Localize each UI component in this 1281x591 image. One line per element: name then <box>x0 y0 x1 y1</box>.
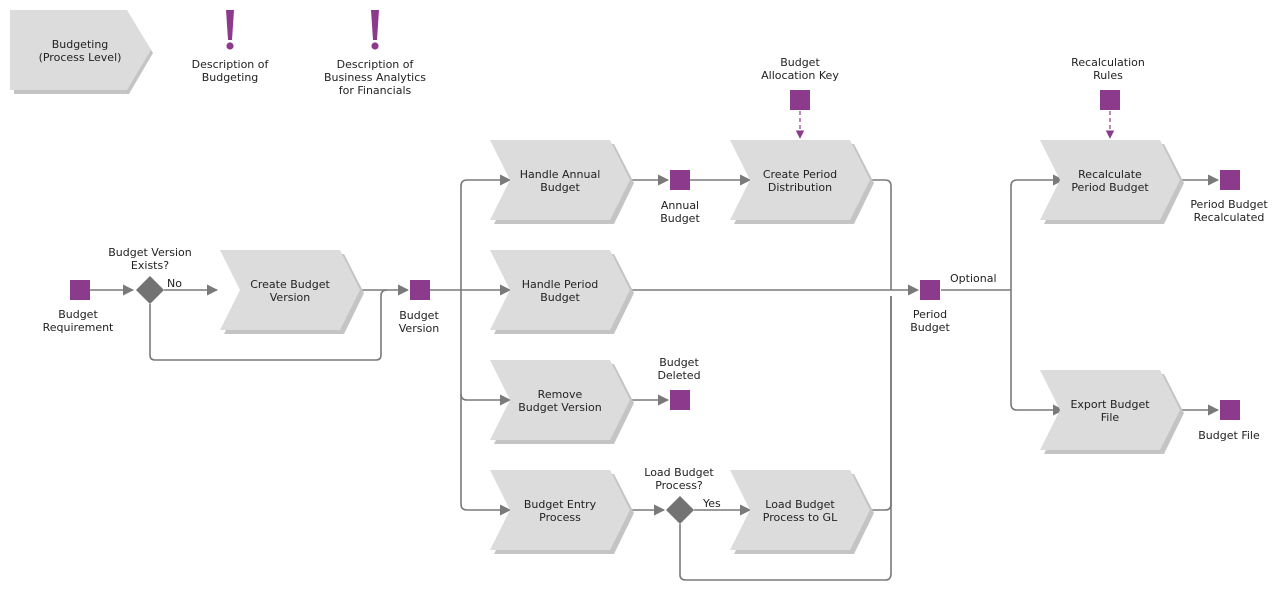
edge-load-to-period-budget <box>870 296 892 511</box>
load-budget-process-to-gl-label-line2: Process to GL <box>763 511 838 524</box>
gateway-budget-version-exists[interactable]: Budget Version Exists? No <box>108 246 192 304</box>
object-period-budget-recalculated[interactable]: Period Budget Recalculated <box>1190 170 1268 224</box>
recalculate-period-budget-label-line2: Period Budget <box>1071 181 1149 194</box>
description-analytics-line3: for Financials <box>339 84 412 97</box>
process-export-budget-file[interactable]: Export Budget File <box>1040 370 1184 454</box>
recalculation-rules-label-line2: Rules <box>1093 69 1123 82</box>
period-budget-label-line2: Budget <box>910 321 950 334</box>
edge-to-handle-annual <box>460 174 512 290</box>
annual-budget-label-line1: Annual <box>661 199 699 212</box>
remove-budget-version-label-line1: Remove <box>538 388 583 401</box>
edge-label-optional: Optional <box>950 272 997 285</box>
edge-to-export <box>1010 290 1065 416</box>
gateway-load-budget-process-line1: Load Budget <box>644 466 714 479</box>
object-budget-deleted[interactable]: Budget Deleted <box>657 356 701 410</box>
handle-period-budget-label-line2: Budget <box>540 291 580 304</box>
process-budget-entry-process[interactable]: Budget Entry Process <box>490 470 634 554</box>
period-budget-recalculated-label-line1: Period Budget <box>1190 198 1268 211</box>
budget-deleted-label-line1: Budget <box>659 356 699 369</box>
budget-allocation-key-label-line2: Allocation Key <box>761 69 839 82</box>
process-level-label-line2: (Process Level) <box>39 51 122 64</box>
budget-file-label: Budget File <box>1198 429 1260 442</box>
connectors <box>90 111 1220 581</box>
export-budget-file-label-line1: Export Budget <box>1070 398 1150 411</box>
process-handle-annual-budget[interactable]: Handle Annual Budget <box>490 140 634 224</box>
description-analytics-line1: Description of <box>337 58 415 71</box>
exclamation-icon <box>371 10 379 50</box>
exclamation-icon <box>226 10 234 50</box>
object-budget-requirement[interactable]: Budget Requirement <box>43 280 114 334</box>
gateway-load-budget-process[interactable]: Load Budget Process? Yes <box>644 466 721 524</box>
edge-distribution-to-period-budget <box>870 179 892 290</box>
gateway-budget-version-exists-line2: Exists? <box>131 259 169 272</box>
process-level-chevron[interactable]: Budgeting (Process Level) <box>10 10 153 94</box>
edge-to-recalculate <box>1010 174 1065 290</box>
description-budgeting-line1: Description of <box>192 58 270 71</box>
annual-budget-label-line2: Budget <box>660 212 700 225</box>
process-create-budget-version[interactable]: Create Budget Version <box>220 250 364 334</box>
budget-allocation-key-label-line1: Budget <box>780 56 820 69</box>
gateway-budget-version-exists-line1: Budget Version <box>108 246 192 259</box>
budget-entry-process-label-line2: Process <box>539 511 581 524</box>
budget-requirement-label-line1: Budget <box>58 308 98 321</box>
description-budgeting-line2: Budgeting <box>202 71 259 84</box>
edge-gateway-bypass <box>149 289 388 361</box>
recalculate-period-budget-label-line1: Recalculate <box>1078 168 1142 181</box>
object-budget-version[interactable]: Budget Version <box>399 280 440 335</box>
create-period-distribution-label-line2: Distribution <box>768 181 832 194</box>
gateway-load-budget-process-line2: Process? <box>655 479 703 492</box>
process-level-label-line1: Budgeting <box>52 38 109 51</box>
budget-deleted-label-line2: Deleted <box>657 369 700 382</box>
period-budget-recalculated-label-line2: Recalculated <box>1194 211 1265 224</box>
edge-to-budget-entry <box>460 394 512 516</box>
gateway-no-branch-label: No <box>167 277 182 290</box>
budget-requirement-label-line2: Requirement <box>43 321 114 334</box>
load-budget-process-to-gl-label-line1: Load Budget <box>765 498 835 511</box>
handle-annual-budget-label-line2: Budget <box>540 181 580 194</box>
remove-budget-version-label-line2: Budget Version <box>518 401 602 414</box>
recalculation-rules-label-line1: Recalculation <box>1071 56 1145 69</box>
export-budget-file-label-line2: File <box>1101 411 1120 424</box>
process-load-budget-process-to-gl[interactable]: Load Budget Process to GL <box>730 470 874 554</box>
process-recalculate-period-budget[interactable]: Recalculate Period Budget <box>1040 140 1184 224</box>
handle-annual-budget-label-line1: Handle Annual <box>520 168 601 181</box>
object-recalculation-rules[interactable]: Recalculation Rules <box>1071 56 1145 110</box>
process-remove-budget-version[interactable]: Remove Budget Version <box>490 360 634 444</box>
budget-version-label-line2: Version <box>399 322 439 335</box>
object-period-budget[interactable]: Period Budget <box>910 280 950 334</box>
object-annual-budget[interactable]: Annual Budget <box>660 170 700 225</box>
process-handle-period-budget[interactable]: Handle Period Budget <box>490 250 634 334</box>
edge-load-gateway-bypass <box>679 296 892 581</box>
process-create-period-distribution[interactable]: Create Period Distribution <box>730 140 874 224</box>
create-period-distribution-label-line1: Create Period <box>763 168 837 181</box>
description-business-analytics[interactable]: Description of Business Analytics for Fi… <box>324 10 426 97</box>
budget-version-label-line1: Budget <box>399 309 439 322</box>
description-budgeting[interactable]: Description of Budgeting <box>192 10 270 84</box>
description-analytics-line2: Business Analytics <box>324 71 426 84</box>
gateway-yes-branch-label: Yes <box>702 497 721 510</box>
object-budget-allocation-key[interactable]: Budget Allocation Key <box>761 56 839 110</box>
object-budget-file[interactable]: Budget File <box>1198 400 1260 442</box>
create-budget-version-label-line1: Create Budget <box>250 278 330 291</box>
budget-entry-process-label-line1: Budget Entry <box>524 498 597 511</box>
handle-period-budget-label-line1: Handle Period <box>522 278 599 291</box>
create-budget-version-label-line2: Version <box>270 291 310 304</box>
period-budget-label-line1: Period <box>913 308 947 321</box>
